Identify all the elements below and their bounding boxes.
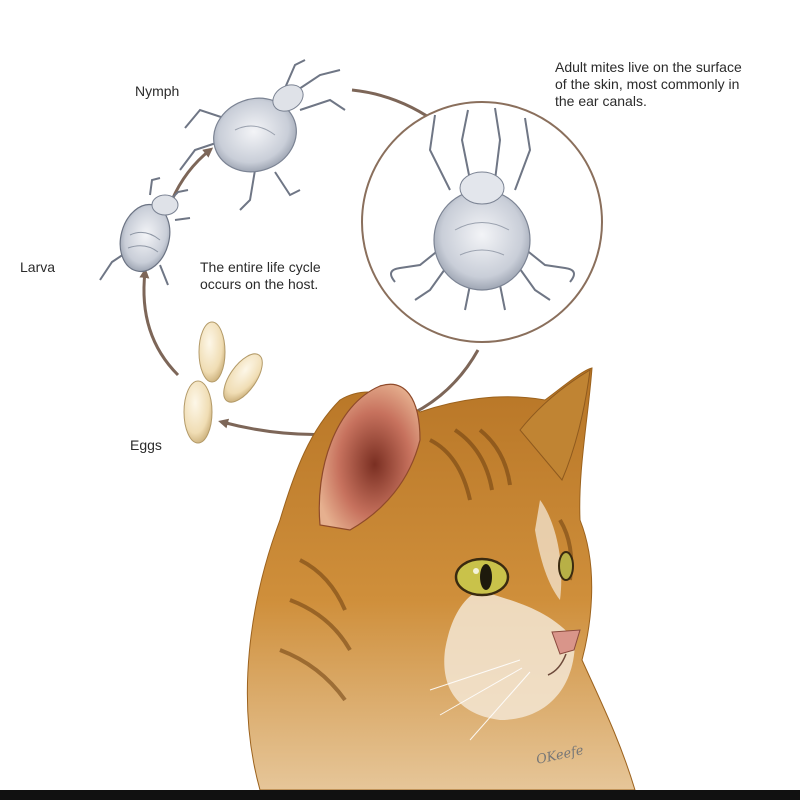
cat-head-illustration [247,368,635,790]
cycle-caption-line: occurs on the host. [200,276,321,293]
arrow-eggs-to-larva [144,272,178,375]
life-cycle-caption: The entire life cycle occurs on the host… [200,259,321,293]
larva-label: Larva [20,259,55,276]
eggs-label: Eggs [130,437,162,454]
egg [184,381,212,443]
adult-caption-line: the ear canals. [555,93,742,110]
nymph-mite [180,60,345,210]
adult-caption-line: of the skin, most commonly in [555,76,742,93]
adult-caption-line: Adult mites live on the surface [555,59,742,76]
egg [199,322,225,382]
adult-mites-caption: Adult mites live on the surface of the s… [555,59,742,110]
bottom-border [0,790,800,800]
larva-mite [100,178,190,285]
adult-mite-inset [362,102,602,342]
cycle-caption-line: The entire life cycle [200,259,321,276]
mite-eggs [184,322,270,443]
nymph-label: Nymph [135,83,179,100]
